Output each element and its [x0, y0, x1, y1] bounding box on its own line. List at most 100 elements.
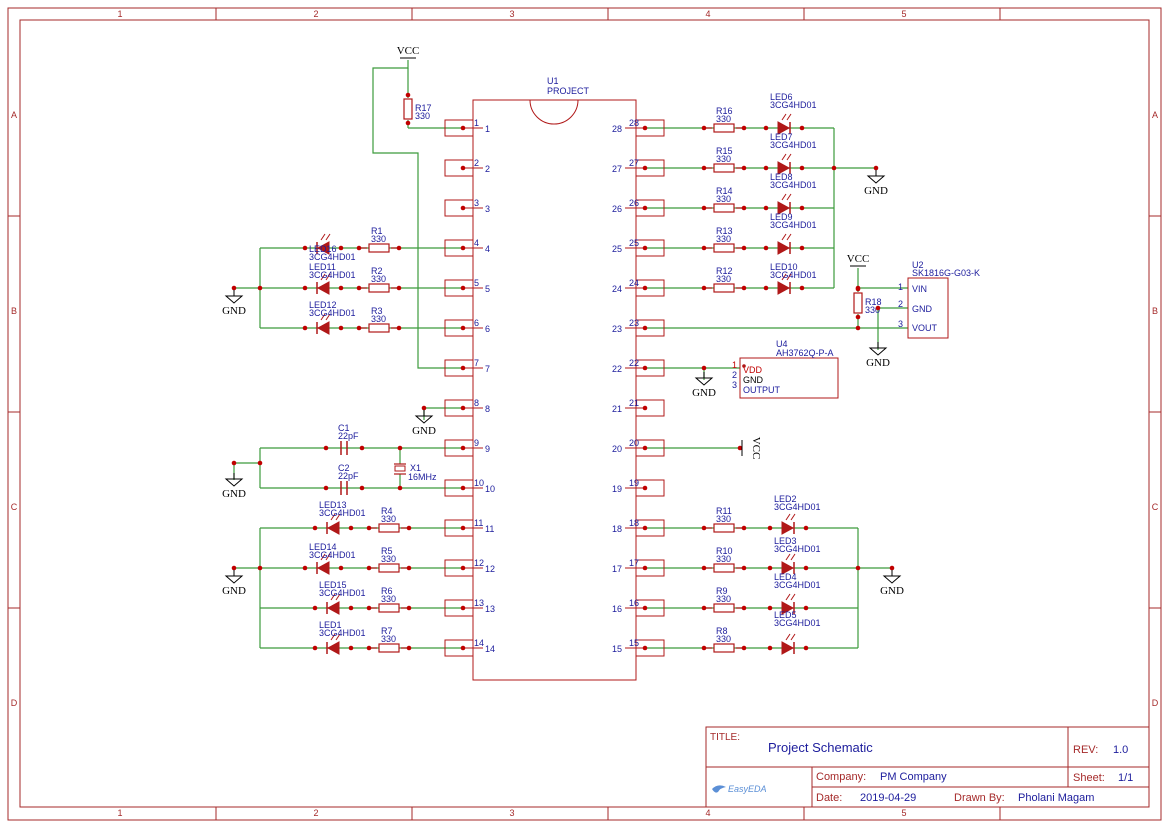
junction-dot — [701, 365, 707, 371]
junction-dot — [231, 460, 237, 466]
chip-pin-label: 17 — [612, 564, 622, 574]
drawn-value: Pholani Magam — [1018, 792, 1094, 804]
led-ref: LED4 — [774, 572, 797, 582]
junction-dot — [460, 645, 466, 651]
junction-dot — [763, 125, 769, 131]
junction-dot — [460, 325, 466, 331]
junction-dot — [642, 125, 648, 131]
resistor-value: 330 — [716, 634, 731, 644]
junction-dot — [460, 285, 466, 291]
chip-pin-label: 23 — [612, 324, 622, 334]
chip-pin-number-inner: 18 — [629, 518, 639, 528]
frame-col-label-top: 5 — [901, 9, 906, 19]
chip-pin-label: 1 — [485, 124, 490, 134]
chip-pin-label: 20 — [612, 444, 622, 454]
junction-dot — [356, 325, 362, 331]
chip-pin-label: 22 — [612, 364, 622, 374]
capacitor-value: 22pF — [338, 431, 359, 441]
chip-pin-label: 2 — [485, 164, 490, 174]
led-ref: LED15 — [319, 580, 347, 590]
resistor-value: 330 — [381, 594, 396, 604]
chip-name: PROJECT — [547, 86, 590, 96]
u2-ref: U2 — [912, 260, 924, 270]
led-ref: LED2 — [774, 494, 797, 504]
junction-dot — [366, 525, 372, 531]
junction-dot — [803, 525, 809, 531]
title-block: TITLE: Project Schematic REV: 1.0 Compan… — [705, 726, 1150, 808]
led-ref: LED14 — [309, 542, 337, 552]
rev-value: 1.0 — [1113, 744, 1128, 756]
ground-label: GND — [222, 585, 246, 597]
frame-row-label-left: D — [11, 698, 18, 708]
chip-pin-label: 3 — [485, 204, 490, 214]
chip-pin-number-inner: 3 — [474, 198, 479, 208]
chip-pin-label: 10 — [485, 484, 495, 494]
junction-dot — [642, 565, 648, 571]
junction-dot — [460, 445, 466, 451]
chip-designator: U1 — [547, 76, 559, 86]
frame-col-label-bottom: 2 — [313, 808, 318, 818]
junction-dot — [763, 165, 769, 171]
sheet-frame — [7, 7, 1162, 821]
chip-pin-number-inner: 15 — [629, 638, 639, 648]
u2-regulator: U2 SK1816G-G03-K 1 VIN 2 GND 3 VOUT — [898, 260, 980, 339]
frame-row-label-left: A — [11, 110, 17, 120]
resistor-ref: R6 — [381, 586, 393, 596]
junction-dot — [406, 525, 412, 531]
ground-symbol: GND — [412, 410, 436, 437]
junction-dot — [359, 445, 365, 451]
junction-dot — [397, 445, 403, 451]
chip-pin-number-inner: 10 — [474, 478, 484, 488]
vcc-label: VCC — [750, 437, 762, 460]
chip-pin-number-inner: 1 — [474, 118, 479, 128]
led-ref: LED1 — [319, 620, 342, 630]
junction-dot — [741, 125, 747, 131]
junction-dot — [642, 525, 648, 531]
led-value: 3CG4HD01 — [770, 100, 817, 110]
resistor-value: 330 — [371, 274, 386, 284]
crystal-ref: X1 — [410, 463, 421, 473]
led-ref: LED9 — [770, 212, 793, 222]
led-ref: LED3 — [774, 536, 797, 546]
chip-pin-label: 15 — [612, 644, 622, 654]
resistor-value: 330 — [716, 234, 731, 244]
resistor-value: 330 — [381, 554, 396, 564]
junction-dot — [460, 485, 466, 491]
junction-dot — [460, 205, 466, 211]
chip-pin-number-inner: 4 — [474, 238, 479, 248]
chip-pin-label: 18 — [612, 524, 622, 534]
junction-dot — [460, 565, 466, 571]
resistor-ref: R17 — [415, 103, 432, 113]
vcc-symbol: VCC — [741, 437, 762, 460]
led-ref: LED6 — [770, 92, 793, 102]
date-value: 2019-04-29 — [860, 792, 916, 804]
junction-dot — [406, 605, 412, 611]
sheet-value: 1/1 — [1118, 772, 1133, 784]
chip-pin-number-inner: 7 — [474, 358, 479, 368]
u4-pin1-name: VDD — [743, 365, 763, 375]
junction-dot — [799, 285, 805, 291]
vcc-symbol: VCC — [397, 45, 419, 59]
chip-pin-number-inner: 12 — [474, 558, 484, 568]
ground-label: GND — [222, 488, 246, 500]
sheet-label: Sheet: — [1073, 772, 1105, 784]
junction-dot — [356, 245, 362, 251]
junction-dot — [799, 165, 805, 171]
resistor-value: 330 — [716, 514, 731, 524]
led-value: 3CG4HD01 — [319, 508, 366, 518]
junction-dot — [302, 325, 308, 331]
junction-dot — [803, 605, 809, 611]
capacitor-ref: C1 — [338, 423, 350, 433]
u4-part: AH3762Q-P-A — [776, 348, 834, 358]
